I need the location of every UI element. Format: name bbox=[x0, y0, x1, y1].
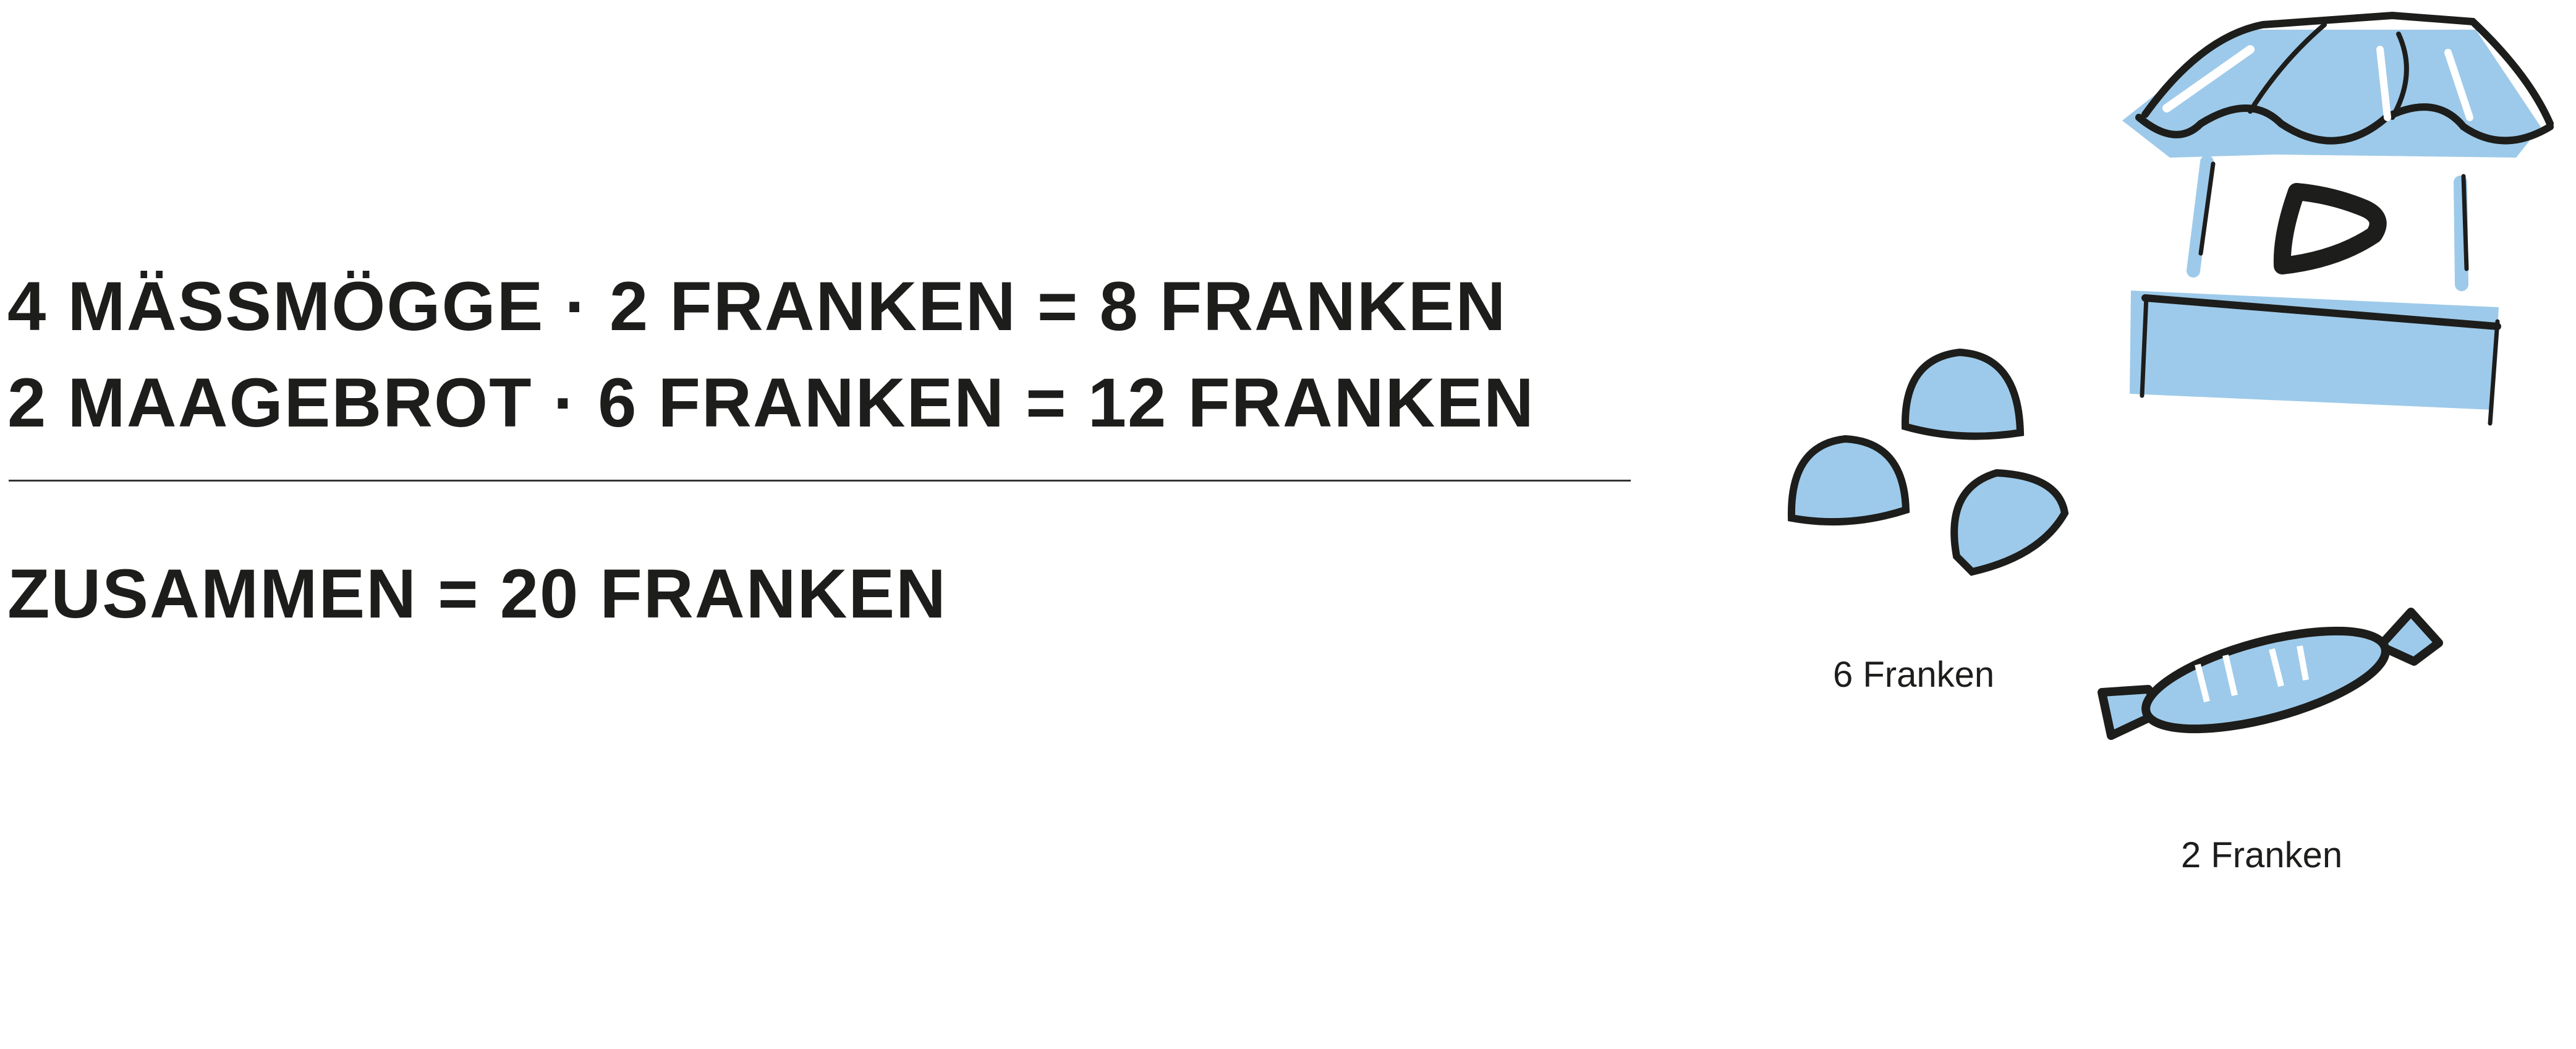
cookies-icon bbox=[1787, 348, 2069, 576]
market-stand-icon: D bbox=[2122, 11, 2554, 426]
calculation-line-massmogge: 4 Mässmögge · 2 Franken = 8 Franken bbox=[7, 268, 1507, 345]
candy-price-label: 2 Franken bbox=[2181, 835, 2343, 875]
candy-icon bbox=[2098, 608, 2443, 740]
calculation-line-maagebrot: 2 Maagebrot · 6 Franken = 12 Franken bbox=[7, 364, 1535, 441]
calculation-total: Zusammen = 20 Franken bbox=[7, 555, 947, 632]
sum-divider bbox=[9, 480, 1631, 482]
cookies-price-label: 6 Franken bbox=[1833, 655, 1995, 695]
